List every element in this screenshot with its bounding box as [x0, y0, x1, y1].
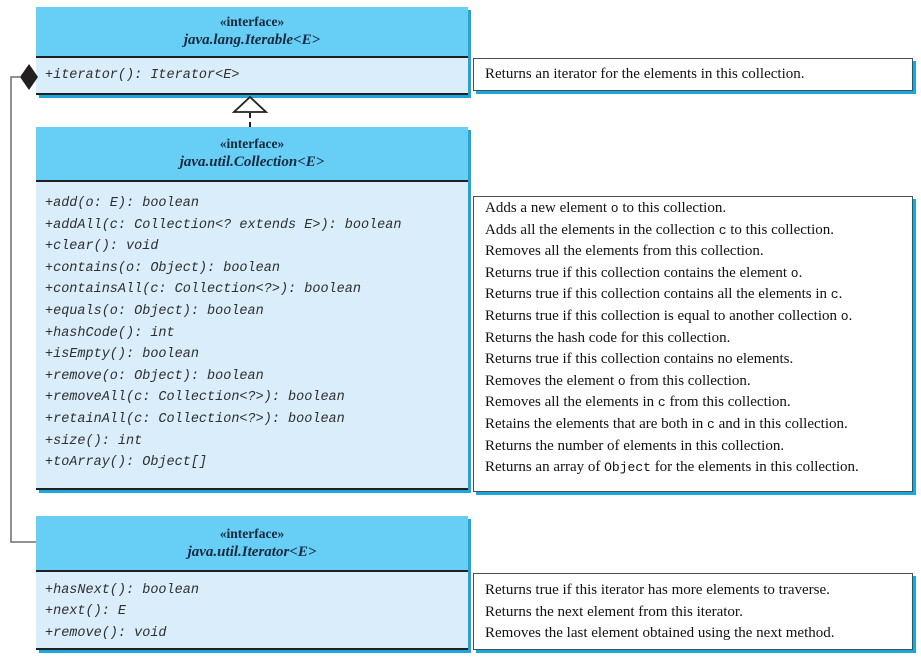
comment-row: Returns true if this collection contains…: [485, 286, 843, 303]
interface-box-collection: «interface» java.util.Collection<E> +add…: [36, 127, 468, 490]
comment-row: Removes all the elements in c from this …: [485, 394, 791, 411]
inline-code: o: [610, 201, 619, 216]
comment-row: Removes all the elements from this colle…: [485, 243, 764, 260]
comment-row: Returns an array of Object for the eleme…: [485, 459, 859, 476]
method-row: +equals(o: Object): boolean: [45, 303, 264, 319]
comment-row: Returns the next element from this itera…: [485, 603, 743, 620]
interface-name: java.util.Iterator<E>: [187, 543, 317, 560]
inline-code: c: [718, 222, 727, 238]
method-row: +toArray(): Object[]: [45, 455, 208, 471]
method-row: +isEmpty(): boolean: [45, 347, 199, 363]
method-row: +retainAll(c: Collection<?>): boolean: [45, 411, 345, 427]
inline-code: c: [657, 395, 666, 411]
interface-header: «interface» java.lang.Iterable<E>: [36, 7, 468, 58]
comment-row: Removes the last element obtained using …: [485, 625, 835, 641]
comment-row: Returns true if this collection contains…: [485, 351, 794, 368]
method-row: +add(o: E): boolean: [45, 196, 199, 211]
stereotype-label: «interface»: [219, 14, 285, 29]
comment-box-iterator: Returns true if this iterator has more e…: [473, 573, 913, 650]
method-row: +remove(o: Object): boolean: [45, 368, 264, 384]
stereotype-label: «interface»: [219, 525, 285, 541]
inline-code: o: [617, 373, 626, 389]
stereotype-label: «interface»: [219, 136, 285, 151]
method-row: +remove(): void: [45, 625, 167, 641]
interface-header: «interface» java.util.Iterator<E>: [36, 516, 468, 572]
method-row: +containsAll(c: Collection<?>): boolean: [45, 282, 361, 298]
inline-code: c: [707, 416, 715, 432]
method-list: +iterator(): Iterator<E>: [36, 58, 468, 93]
comment-row: Returns an iterator for the elements in …: [485, 66, 805, 82]
method-list: +hasNext(): boolean +next(): E +remove(): …: [36, 572, 468, 648]
interface-header: «interface» java.util.Collection<E>: [36, 127, 468, 182]
comment-row: Adds a new element o to this collection.: [485, 200, 727, 216]
method-row: +clear(): void: [45, 239, 159, 255]
interface-box-iterable: «interface» java.lang.Iterable<E> +itera…: [36, 7, 468, 95]
method-row: +addAll(c: Collection<? extends E>): boo…: [45, 217, 402, 233]
method-list: +add(o: E): boolean +addAll(c: Collection…: [36, 182, 468, 488]
method-row: +hasNext(): boolean: [45, 583, 199, 598]
comment-row: Adds all the elements in the collection …: [485, 221, 834, 238]
interface-name: java.util.Collection<E>: [179, 154, 325, 170]
comment-row: Returns true if this collection contains…: [485, 264, 803, 281]
inline-code: c: [830, 287, 839, 303]
method-row: +contains(o: Object): boolean: [45, 260, 280, 276]
composition-link-line: [10, 76, 36, 543]
realization-triangle-icon: [231, 95, 269, 113]
method-row: +iterator(): Iterator<E>: [45, 68, 240, 83]
method-row: +hashCode(): int: [45, 325, 175, 341]
comment-row: Removes the element o from this collecti…: [485, 372, 751, 389]
inline-code: o: [840, 308, 849, 324]
interface-box-iterator: «interface» java.util.Iterator<E> +hasNe…: [36, 516, 468, 650]
comment-row: Returns the number of elements in this c…: [485, 437, 785, 454]
comment-box-iterable: Returns an iterator for the elements in …: [473, 58, 913, 91]
method-row: +next(): E: [45, 604, 127, 620]
comment-row: Returns true if this iterator has more e…: [485, 582, 830, 598]
method-row: +size(): int: [45, 433, 143, 449]
inline-code: Object: [604, 460, 651, 476]
comment-box-collection: Adds a new element o to this collection.…: [473, 196, 913, 492]
comment-row: Returns true if this collection is equal…: [485, 307, 853, 324]
inline-code: o: [790, 265, 799, 281]
interface-name: java.lang.Iterable<E>: [183, 32, 321, 48]
comment-row: Retains the elements that are both in c …: [485, 415, 848, 432]
comment-row: Returns the hash code for this collectio…: [485, 329, 731, 346]
method-row: +removeAll(c: Collection<?>): boolean: [45, 390, 345, 406]
